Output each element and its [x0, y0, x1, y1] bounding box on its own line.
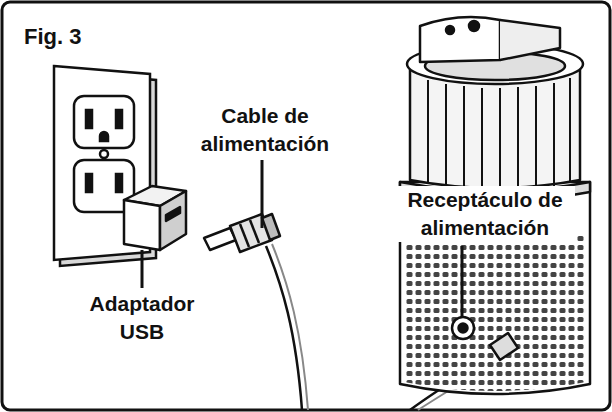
- usb-plug: [204, 214, 280, 252]
- usb-plug: [262, 214, 280, 240]
- leader-line: [141, 250, 144, 288]
- wall-outlet: [86, 174, 92, 192]
- wall-outlet: [100, 150, 108, 158]
- power-cable: [272, 244, 308, 410]
- wall-outlet: [100, 132, 108, 141]
- mosquito-trap: [459, 324, 468, 333]
- leader-line: [261, 160, 264, 228]
- part-label: Receptáculo de alimentación: [395, 186, 575, 242]
- wall-outlet: [74, 96, 134, 148]
- mosquito-trap: [452, 317, 474, 339]
- mosquito-trap: [490, 333, 518, 360]
- usb-plug: [240, 224, 249, 247]
- mosquito-trap: [446, 26, 454, 34]
- wall-outlet: [116, 110, 122, 128]
- mosquito-trap: [404, 236, 586, 391]
- figure-title: Fig. 3: [24, 24, 81, 50]
- wall-outlet: [86, 110, 92, 128]
- wall-outlet: [116, 174, 122, 192]
- usb-adapter: [124, 186, 186, 250]
- usb-plug: [250, 220, 259, 243]
- leader-line: [461, 246, 464, 316]
- usb-adapter: [160, 191, 186, 250]
- usb-adapter: [166, 207, 180, 221]
- mosquito-trap: [420, 17, 500, 62]
- mosquito-trap: [469, 21, 479, 31]
- part-label: Cable de alimentación: [185, 102, 345, 158]
- mosquito-trap: [500, 20, 560, 60]
- usb-adapter: [124, 200, 160, 250]
- part-label: Adaptador USB: [77, 290, 207, 346]
